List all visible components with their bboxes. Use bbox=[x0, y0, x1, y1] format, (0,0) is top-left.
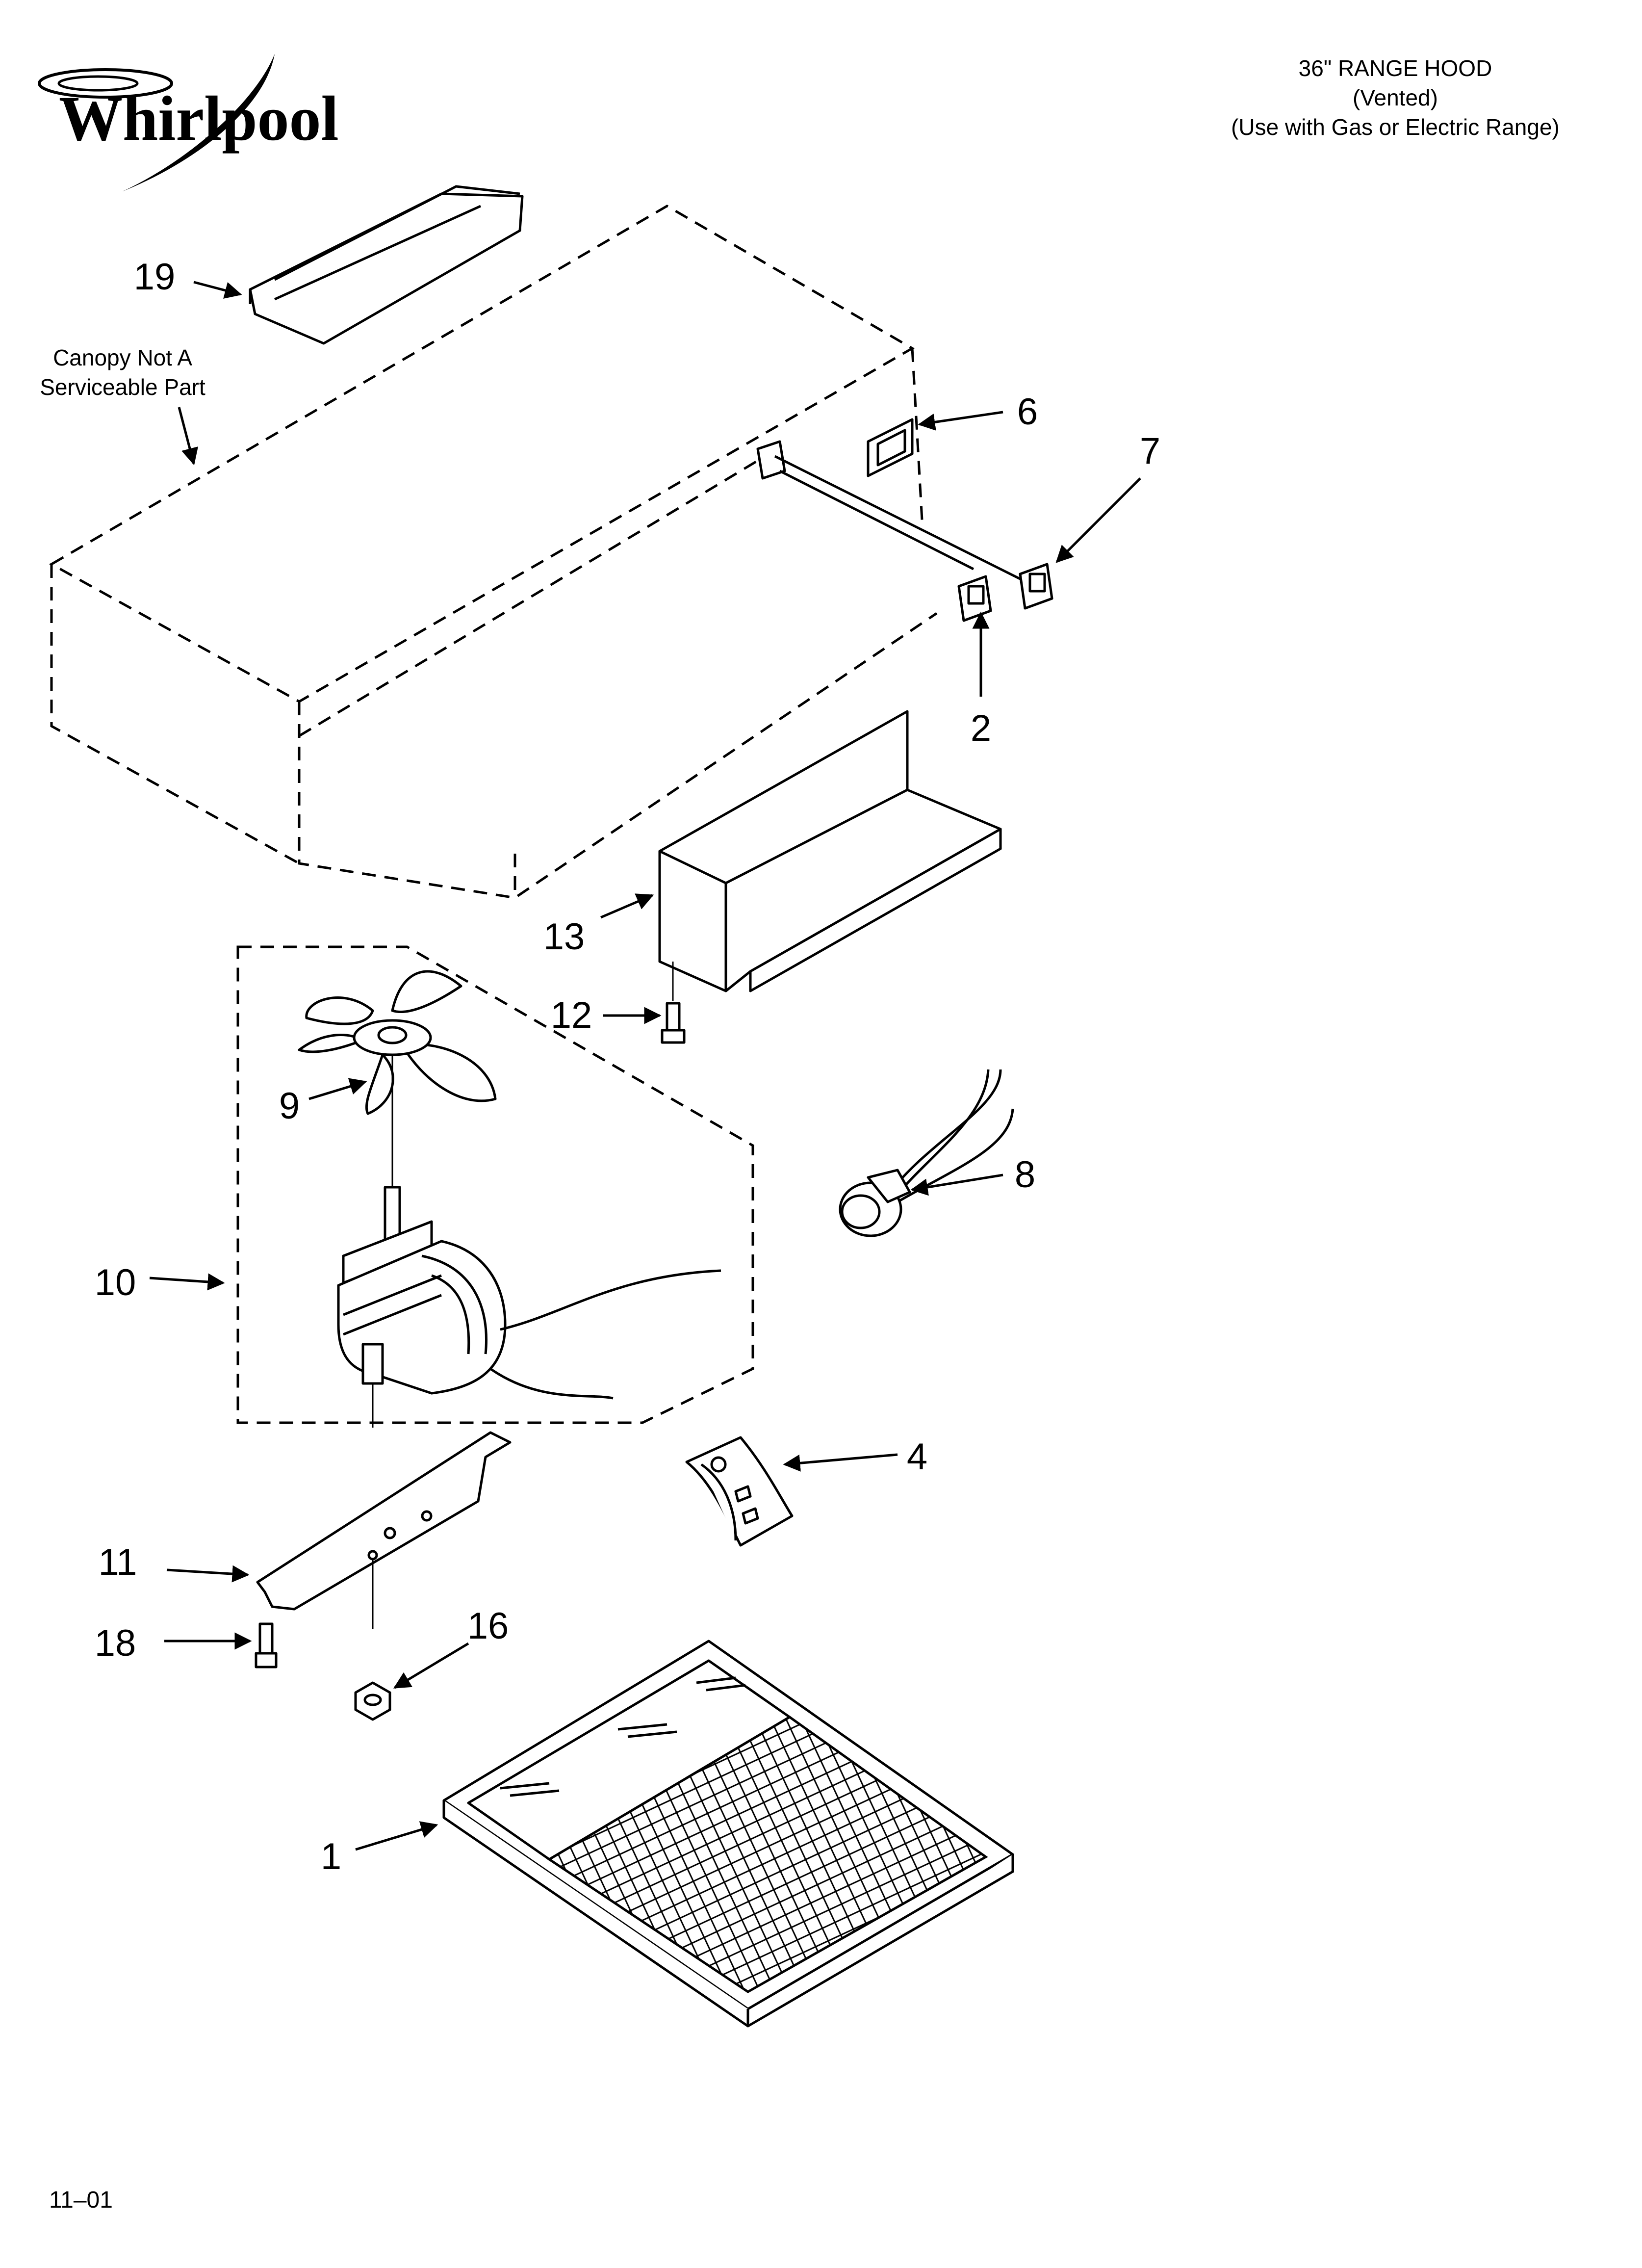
diagram-usage-note: (Use with Gas or Electric Range) bbox=[1231, 114, 1560, 140]
part-2-switch bbox=[957, 575, 992, 622]
callout-1: 1 bbox=[321, 1836, 341, 1877]
part-9-fan-blade bbox=[298, 970, 497, 1187]
callout-19: 19 bbox=[134, 256, 176, 298]
diagram-subtitle: (Vented) bbox=[1353, 85, 1438, 110]
canopy-note-line1: Canopy Not A bbox=[53, 345, 192, 370]
leader-9 bbox=[308, 1078, 367, 1100]
leader-6 bbox=[918, 411, 1003, 431]
part-8-wire-harness bbox=[839, 1069, 1014, 1237]
logo-wordmark: Whirlpool bbox=[59, 83, 339, 154]
part-11-motor-bracket bbox=[256, 1431, 512, 1629]
part-7-switch bbox=[1019, 563, 1053, 610]
callout-11: 11 bbox=[99, 1541, 137, 1583]
part-18-screw bbox=[255, 1622, 278, 1668]
callout-10: 10 bbox=[95, 1262, 136, 1303]
callout-6: 6 bbox=[1017, 391, 1038, 433]
leader-1 bbox=[355, 1821, 438, 1851]
callout-2: 2 bbox=[971, 707, 991, 749]
logo-swirl-outer bbox=[38, 68, 173, 99]
leader-4 bbox=[783, 1453, 898, 1472]
callout-12: 12 bbox=[551, 994, 592, 1036]
callout-8: 8 bbox=[1015, 1154, 1035, 1196]
diagram-title: 36" RANGE HOOD bbox=[1299, 55, 1492, 81]
whirlpool-logo: Whirlpool bbox=[38, 54, 339, 191]
footer-date-code: 11–01 bbox=[49, 2187, 113, 2213]
leader-19 bbox=[193, 281, 242, 299]
canopy-note-leader bbox=[178, 407, 198, 466]
callout-16: 16 bbox=[467, 1605, 509, 1647]
switch-bar-assembly bbox=[756, 440, 1021, 580]
part-12-screw bbox=[661, 962, 686, 1044]
callout-18: 18 bbox=[95, 1622, 136, 1664]
part-13-blower-housing bbox=[658, 710, 1002, 992]
part-16-nut bbox=[354, 1681, 391, 1721]
part-10-motor bbox=[337, 1186, 721, 1428]
leader-8 bbox=[910, 1173, 1003, 1196]
leader-16 bbox=[393, 1642, 469, 1689]
part-6-switch-label bbox=[867, 418, 914, 477]
leader-13 bbox=[600, 893, 654, 919]
callout-7: 7 bbox=[1140, 430, 1160, 472]
leader-10 bbox=[149, 1273, 225, 1291]
canopy-outline bbox=[49, 205, 938, 899]
part-1-grease-filter bbox=[442, 1640, 1014, 2028]
callout-13: 13 bbox=[543, 916, 585, 958]
part-4-damper-bracket bbox=[685, 1436, 794, 1547]
motor-assembly-outline bbox=[236, 945, 754, 1424]
logo-swirl-inner bbox=[57, 75, 139, 92]
part-19-damper bbox=[249, 185, 524, 345]
callout-4: 4 bbox=[907, 1436, 927, 1478]
leader-7 bbox=[1055, 477, 1141, 563]
callout-9: 9 bbox=[279, 1085, 300, 1127]
canopy-note-line2: Serviceable Part bbox=[40, 374, 205, 400]
leader-11 bbox=[166, 1565, 250, 1583]
